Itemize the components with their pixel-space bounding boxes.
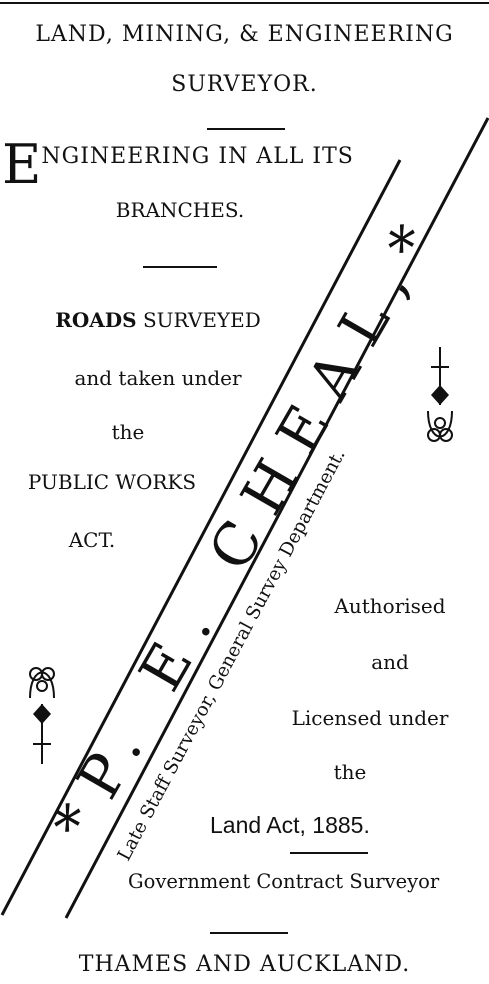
footer-line: THAMES AND AUCKLAND. <box>78 952 411 977</box>
roads-line-3: the <box>111 420 145 444</box>
licensing-line-2: and <box>371 650 409 674</box>
roads-line-4: PUBLIC WORKS <box>27 470 197 494</box>
engineering-heading: ENGINEERING IN ALL ITS <box>2 138 354 192</box>
ornament-left-icon <box>29 667 55 764</box>
engineering-text: NGINEERING IN ALL ITS <box>41 144 354 169</box>
divider-rule-3 <box>290 852 368 854</box>
header-line-1: LAND, MINING, & ENGINEERING <box>35 22 454 47</box>
header-line-2: SURVEYOR. <box>171 72 318 97</box>
licensing-line-4: the <box>333 760 367 784</box>
licensing-line-1: Authorised <box>334 594 446 618</box>
divider-rule-4 <box>210 932 288 934</box>
engineering-line-2: BRANCHES. <box>115 198 245 222</box>
diagonal-line-right <box>64 117 489 919</box>
roads-bold-word: ROADS <box>55 308 137 332</box>
roads-surveyed: SURVEYED <box>136 308 261 332</box>
licensing-line-3: Licensed under <box>291 706 449 730</box>
roads-line-2: and taken under <box>74 366 242 390</box>
top-rule <box>0 2 489 4</box>
diagonal-line-left <box>0 159 402 916</box>
government-line: Government Contract Surveyor <box>128 870 440 893</box>
ornament-right-icon <box>427 347 453 442</box>
roads-line-5: ACT. <box>68 528 116 552</box>
dropcap-e: E <box>2 133 42 196</box>
roads-line-1: ROADS SURVEYED <box>0 308 316 332</box>
licensing-line-5: Land Act, 1885. <box>210 812 370 838</box>
divider-rule-1 <box>207 128 285 130</box>
proprietor-name: *P. E. CHEAL,* <box>39 197 457 852</box>
divider-rule-2 <box>143 266 217 268</box>
